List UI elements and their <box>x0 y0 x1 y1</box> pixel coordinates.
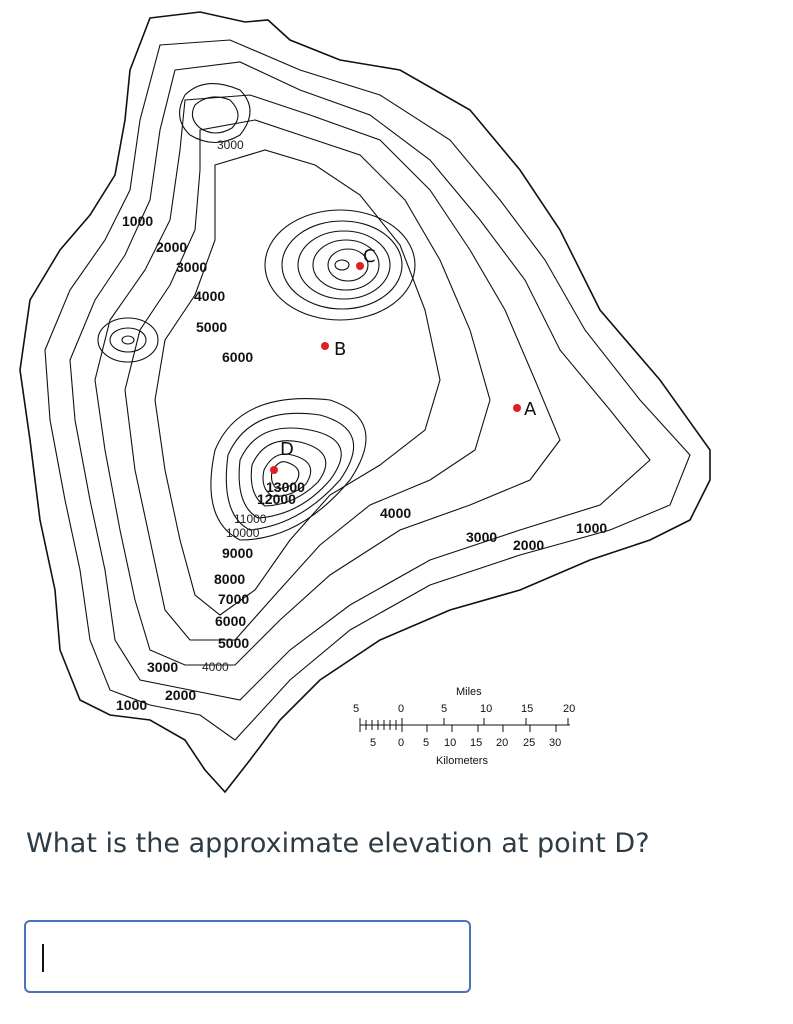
contour-label-3000-e: 3000 <box>466 529 497 545</box>
topographic-map: 3000 1000 2000 3000 4000 5000 6000 13000… <box>19 11 711 794</box>
contour-label-3000-w: 3000 <box>176 259 207 275</box>
scale-mile-tick-label: 20 <box>563 703 575 715</box>
contour-label-1000-e: 1000 <box>576 520 607 536</box>
contour-label-5000-w: 5000 <box>196 319 227 335</box>
contour-label-6000-s: 6000 <box>215 613 246 629</box>
question-text: What is the approximate elevation at poi… <box>26 828 650 859</box>
contour-label-2000-s: 2000 <box>165 687 196 703</box>
contour-lines <box>44 39 691 741</box>
scale-km-tick-label: 15 <box>470 737 482 749</box>
contour-label-11000: 11000 <box>234 512 267 526</box>
contour-label-1000-s: 1000 <box>116 697 147 713</box>
point-c-label: C <box>363 246 376 267</box>
contour-label-4000-w: 4000 <box>194 288 225 304</box>
point-c-marker <box>356 262 364 270</box>
contour-label-1000-w: 1000 <box>122 213 153 229</box>
island-outline <box>19 11 711 794</box>
contour-label-5000-s: 5000 <box>218 635 249 651</box>
scale-km-tick-label: 30 <box>549 737 561 749</box>
contour-label-3000-nw: 3000 <box>217 138 244 152</box>
summit-c-contours <box>264 209 416 321</box>
point-a-label: A <box>524 399 537 420</box>
scale-bar: Miles 5 0 5 10 15 20 5 0 <box>353 686 575 767</box>
point-b-marker <box>321 342 329 350</box>
contour-label-8000: 8000 <box>214 571 245 587</box>
scale-mile-tick-label: 5 <box>353 703 359 715</box>
text-cursor <box>42 944 44 972</box>
point-d-marker <box>270 466 278 474</box>
scale-mile-tick-label: 10 <box>480 703 492 715</box>
scale-km-tick-label: 0 <box>398 737 404 749</box>
scale-km-tick-label: 5 <box>370 737 376 749</box>
contour-label-9000: 9000 <box>222 545 253 561</box>
scale-mile-tick-label: 5 <box>441 703 447 715</box>
contour-label-4000-s: 4000 <box>202 660 229 674</box>
scale-km-tick-label: 10 <box>444 737 456 749</box>
contour-label-2000-w: 2000 <box>156 239 187 255</box>
contour-label-4000-e: 4000 <box>380 505 411 521</box>
scale-km-tick-label: 20 <box>496 737 508 749</box>
scale-mile-tick-label: 15 <box>521 703 533 715</box>
summit-d-contours <box>210 398 367 541</box>
scale-mile-tick-label: 0 <box>398 703 404 715</box>
contour-label-10000: 10000 <box>226 526 260 540</box>
point-a-marker <box>513 404 521 412</box>
scale-miles-label: Miles <box>456 686 482 698</box>
contour-label-2000-e: 2000 <box>513 537 544 553</box>
scale-km-label: Kilometers <box>436 755 488 767</box>
contour-label-13000: 13000 <box>266 479 305 495</box>
w-crater <box>97 317 159 363</box>
nw-crater <box>179 83 251 144</box>
contour-label-6000-w: 6000 <box>222 349 253 365</box>
answer-input[interactable] <box>24 920 471 993</box>
point-b-label: B <box>334 339 346 360</box>
contour-label-12000: 12000 <box>257 491 296 507</box>
contour-label-3000-s: 3000 <box>147 659 178 675</box>
scale-km-tick-label: 5 <box>423 737 429 749</box>
scale-km-tick-label: 25 <box>523 737 535 749</box>
contour-label-7000: 7000 <box>218 591 249 607</box>
point-d-label: D <box>280 439 294 460</box>
